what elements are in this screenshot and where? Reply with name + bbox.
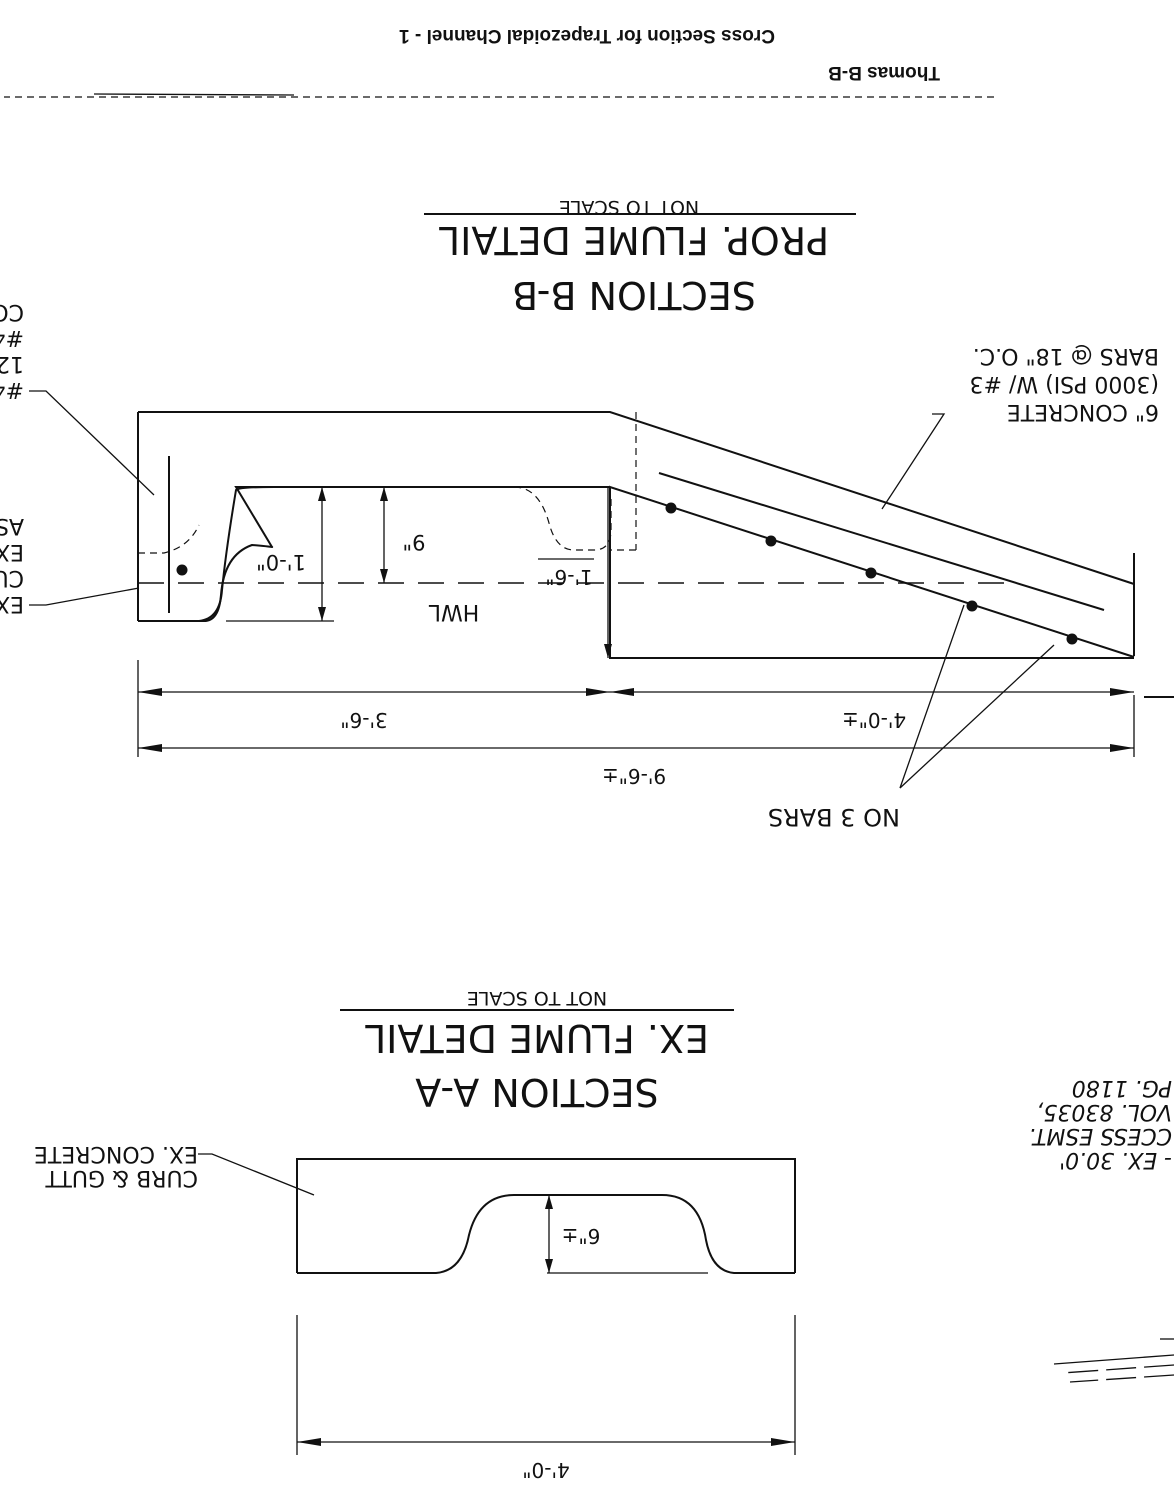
dim-total-width-text: 9'-6"± bbox=[602, 764, 666, 788]
left-note-top-1: CO bbox=[0, 299, 24, 324]
dim-aa-depth-text: 6"± bbox=[562, 1224, 601, 1248]
dim-left-width-text: 3'-6" bbox=[340, 708, 387, 732]
curb-leader bbox=[198, 1153, 315, 1196]
slab-top-line bbox=[138, 411, 1135, 585]
concrete-note-line-1: BARS @ 18" O.C. bbox=[973, 343, 1159, 368]
left-note-bottom: AS EX CU EX bbox=[0, 513, 24, 616]
concrete-note: BARS @ 18" O.C. (3000 PSI) W/ #3 6" CONC… bbox=[970, 343, 1159, 424]
dim-right-width-text: 4'-0"± bbox=[842, 708, 906, 732]
dim-row-1 bbox=[137, 660, 1135, 757]
curb-note-1: CURB & GUTT bbox=[45, 1165, 198, 1190]
rebar-dot-2 bbox=[765, 535, 777, 547]
curb-note: CURB & GUTT EX. CONCRETE bbox=[34, 1141, 198, 1190]
curb-note-2: EX. CONCRETE bbox=[34, 1141, 198, 1166]
left-note-top: CO #4 12 #4 bbox=[0, 299, 24, 402]
section-aa-scale-note: NOT TO SCALE bbox=[467, 987, 607, 1009]
left-note-top-4: #4 bbox=[0, 377, 24, 402]
dim-right-height bbox=[538, 487, 612, 658]
left-note-top-leader bbox=[29, 390, 155, 496]
sheet-title: Cross Section for Trapezoidal Channel - … bbox=[399, 25, 775, 46]
section-bb-subtitle: PROP. FLUME DETAIL bbox=[439, 218, 829, 262]
gutter-profile bbox=[138, 486, 610, 622]
easement-note-4: PG. 1180 bbox=[1072, 1075, 1172, 1100]
left-note-top-3: 12 bbox=[0, 351, 24, 376]
dim-curb-height bbox=[380, 487, 388, 583]
dim-curb-height-text: 9" bbox=[402, 530, 425, 554]
dim-row-2 bbox=[138, 744, 1134, 752]
property-lines bbox=[1053, 1338, 1174, 1383]
concrete-note-line-3: 6" CONCRETE bbox=[1007, 399, 1159, 424]
section-aa-drawing bbox=[296, 1158, 796, 1455]
dim-left-height bbox=[226, 487, 334, 622]
section-bb-title: SECTION B-B bbox=[512, 273, 756, 317]
curb-profile bbox=[138, 486, 610, 622]
easement-note: - EX. 30.0' CCESS ESMT. VOL. 83035, PG. … bbox=[1029, 1075, 1172, 1172]
left-note-bottom-4: EX bbox=[0, 591, 24, 616]
old-curb-dashed bbox=[513, 486, 612, 551]
left-note-bottom-2: EX bbox=[0, 539, 24, 564]
section-aa-subtitle: EX. FLUME DETAIL bbox=[365, 1016, 709, 1060]
hwl-label: HWL bbox=[428, 599, 479, 624]
section-bb-scale-note: NOT TO SCALE bbox=[559, 196, 699, 218]
rebar-leader-2 bbox=[899, 644, 1055, 789]
rebar-dot-3 bbox=[865, 567, 877, 579]
concrete-note-line-2: (3000 PSI) W/ #3 bbox=[970, 371, 1159, 396]
rebar-note: NO 3 BARS bbox=[768, 803, 900, 831]
slab-rebar-line bbox=[658, 472, 1105, 611]
section-aa-title: SECTION A-A bbox=[415, 1070, 659, 1114]
rebar-dot-4 bbox=[966, 600, 978, 612]
concrete-leader bbox=[881, 413, 946, 510]
dim-aa-width-text: 4'-0" bbox=[522, 1458, 569, 1482]
dim-right-height-text: 1'-6" bbox=[545, 565, 592, 589]
left-note-bottom-1: AS bbox=[0, 513, 24, 538]
left-note-bottom-3: CU bbox=[0, 565, 24, 590]
rebar-dot-5 bbox=[1066, 633, 1078, 645]
sheet-subtitle: Thomas B-B bbox=[828, 62, 940, 83]
easement-note-2: CCESS ESMT. bbox=[1029, 1123, 1172, 1148]
left-note-top-2: #4 bbox=[0, 325, 24, 350]
curb-rebar-dot bbox=[176, 564, 188, 576]
scan-rule bbox=[93, 93, 295, 96]
rebar-dot-1 bbox=[665, 502, 677, 514]
dim-left-height-text: 1'-0" bbox=[256, 550, 306, 574]
old-curb-left-dashed bbox=[138, 524, 200, 554]
easement-note-3: VOL. 83035, bbox=[1036, 1099, 1172, 1124]
rebar-leader-1 bbox=[899, 604, 965, 789]
left-note-bottom-leader bbox=[29, 587, 140, 606]
easement-note-1: - EX. 30.0' bbox=[1059, 1147, 1172, 1172]
